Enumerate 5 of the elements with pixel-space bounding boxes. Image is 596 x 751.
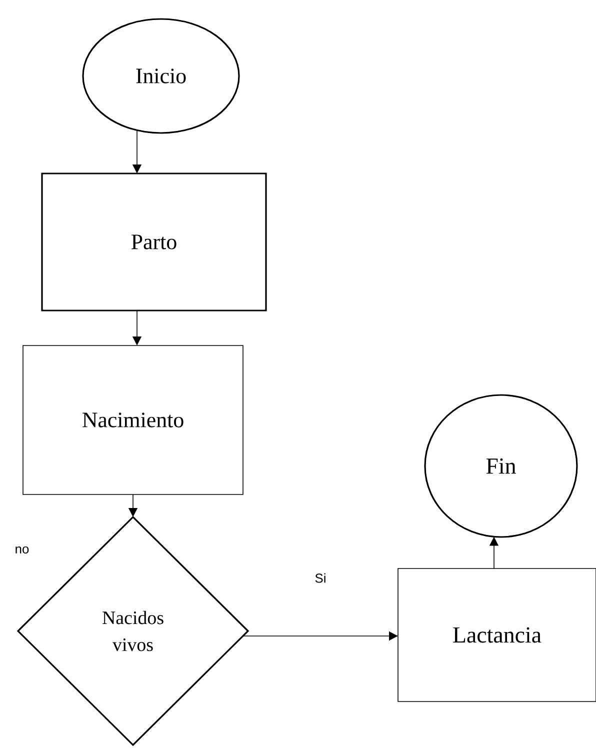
edge-label: Si: [314, 572, 328, 584]
process-box: Lactancia: [398, 568, 596, 702]
branch-label: no: [16, 546, 29, 554]
process-box: Nacimiento: [22, 345, 244, 495]
process-box: Parto: [41, 172, 267, 312]
